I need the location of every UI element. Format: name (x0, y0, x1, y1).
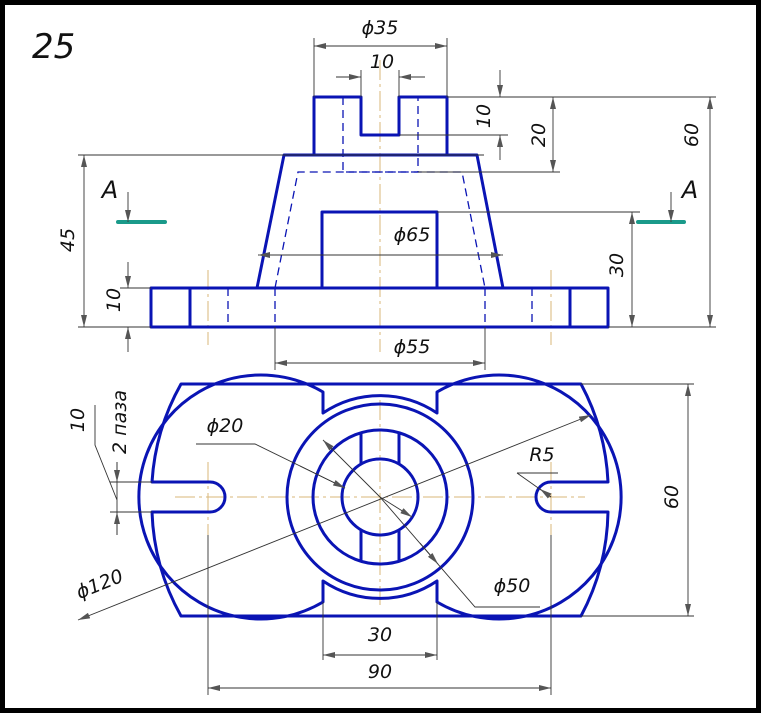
dim-d65: ϕ65 (394, 224, 431, 246)
section-label-left: A (100, 176, 118, 204)
dim-d35: ϕ35 (362, 17, 399, 39)
dim-slot-depth: 10 (473, 104, 495, 128)
section-label-right: A (680, 176, 698, 204)
dim-d55: ϕ55 (394, 336, 431, 358)
inner-cavity (320, 210, 439, 288)
dim-span-90: 90 (368, 661, 392, 683)
task-number: 25 (32, 27, 75, 67)
top-boss (312, 95, 449, 155)
dim-slot-width-plan: 10 (67, 408, 89, 432)
dim-base-thickness: 10 (103, 288, 125, 312)
dim-width-60: 60 (661, 485, 683, 509)
dim-r5: R5 (529, 444, 554, 466)
hidden-bore (342, 97, 419, 173)
dim-d20: ϕ20 (207, 415, 244, 437)
front-view: ϕ35 10 10 20 60 45 10 30 ϕ65 ϕ55 A A (57, 17, 716, 370)
note-2-slots: 2 паза (109, 390, 131, 454)
dim-cone-height: 45 (57, 228, 79, 252)
dim-inner-height: 30 (606, 253, 628, 277)
dim-boss-height: 20 (528, 123, 550, 147)
dim-slot-width: 10 (370, 51, 394, 73)
plan-view: ϕ120 ϕ20 ϕ50 R5 60 30 90 10 2 паза (67, 373, 694, 695)
dim-notch-30: 30 (368, 624, 392, 646)
dim-total-height: 60 (681, 123, 703, 147)
hidden-cone (274, 171, 486, 289)
base-plate (149, 286, 610, 329)
dim-d50: ϕ50 (494, 575, 531, 597)
